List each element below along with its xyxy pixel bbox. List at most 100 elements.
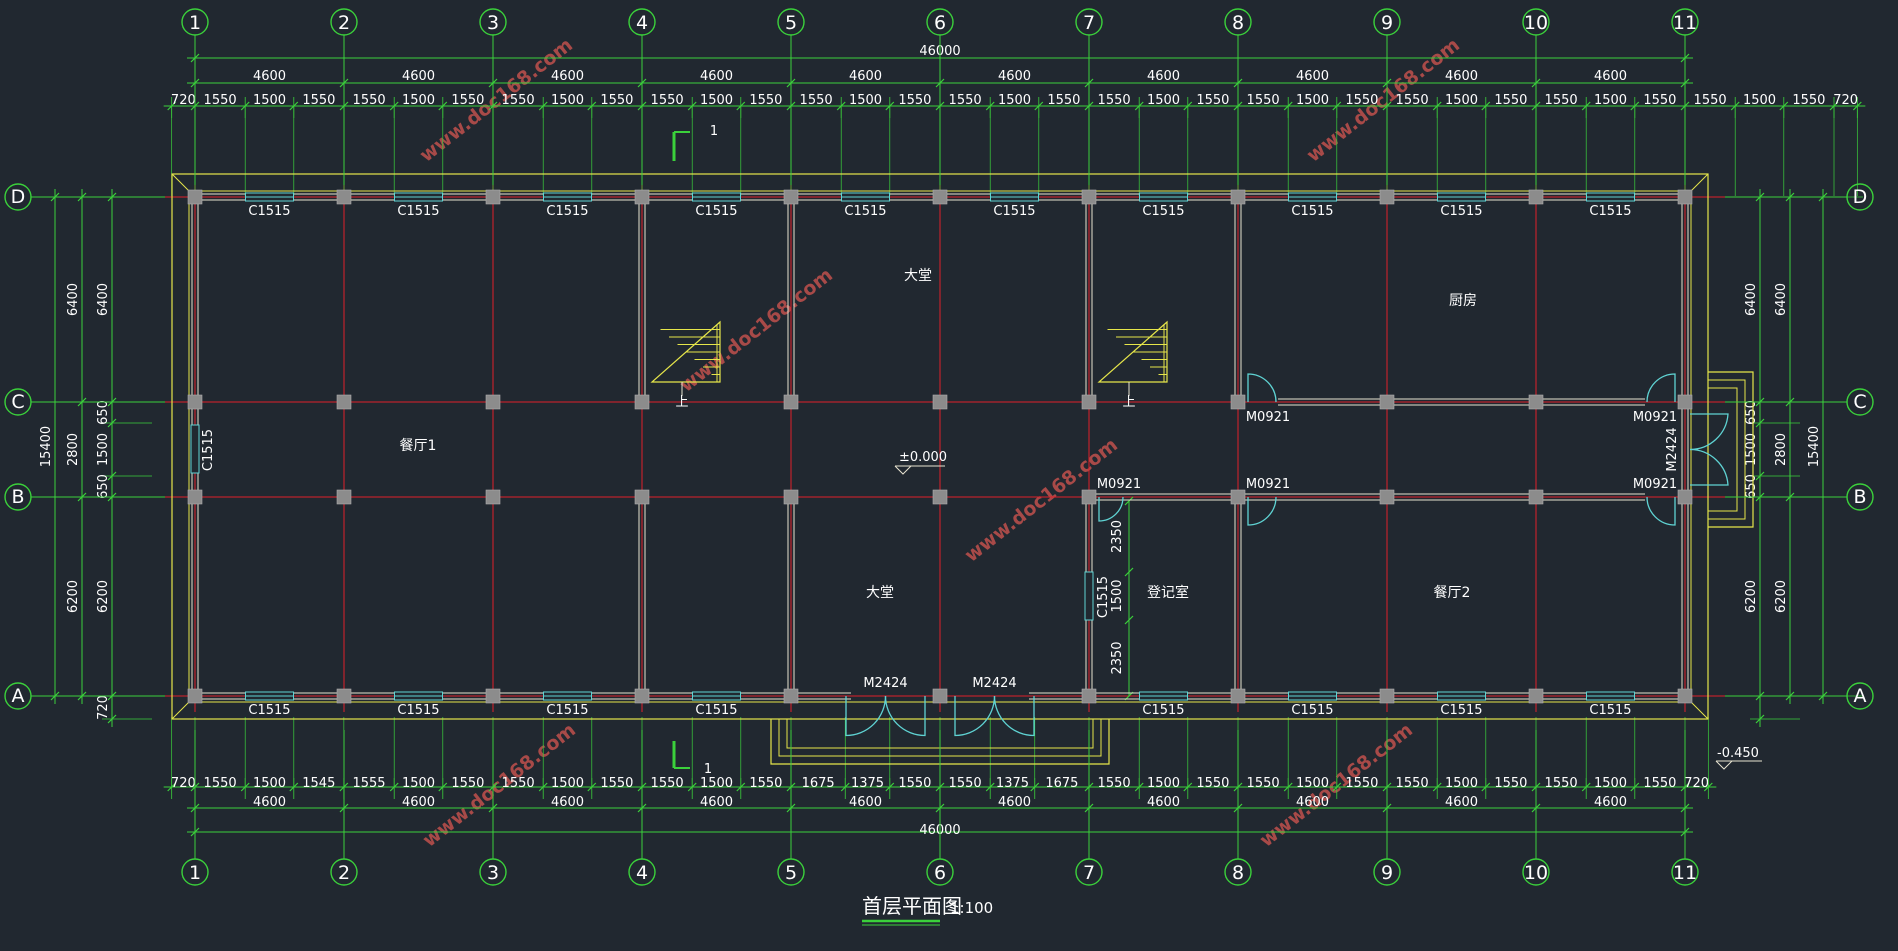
dim-detail-bottom-text: 1550: [1545, 776, 1578, 791]
doors: [845, 373, 1729, 737]
window-label: C1515: [844, 204, 886, 219]
dim-side-left-outer-text: 6200: [66, 580, 81, 613]
dimension-lines: 4600046000460046004600460046004600460046…: [39, 44, 1866, 844]
window-label: C1515: [1291, 204, 1333, 219]
dim-detail-top-text: 1550: [204, 93, 237, 108]
axis-bubble-label-1: 1: [189, 12, 201, 34]
dim-detail-top-text: 720: [1833, 93, 1858, 108]
column-D: [1081, 189, 1097, 205]
dim-detail-bottom-text: 1375: [996, 776, 1029, 791]
dim-side-left-inner-text: 720: [96, 695, 111, 720]
dim-detail-top-text: 1550: [302, 93, 335, 108]
column-A: [485, 688, 501, 704]
column-C: [932, 394, 948, 410]
column-A: [634, 688, 650, 704]
level-ground-label: -0.450: [1717, 746, 1759, 761]
axis-bubble-label-D: D: [1853, 186, 1868, 208]
dim-detail-top-text: 1550: [353, 93, 386, 108]
column-D: [336, 189, 352, 205]
column-B: [187, 489, 203, 505]
dim-bay-bottom-text: 4600: [1296, 795, 1329, 810]
dim-detail-bottom-text: 1550: [1196, 776, 1229, 791]
window-side-left-label: C1515: [201, 429, 216, 471]
column-A: [1081, 688, 1097, 704]
column-C: [1230, 394, 1246, 410]
window-label: C1515: [1142, 204, 1184, 219]
window-label: C1515: [248, 703, 290, 718]
dim-detail-bottom-text: 1550: [1098, 776, 1131, 791]
dim-partition-tick: [1124, 567, 1134, 577]
dim-partition-tick: [1124, 615, 1134, 625]
column-C: [783, 394, 799, 410]
column-C: [1081, 394, 1097, 410]
column-D: [783, 189, 799, 205]
axis-bubble-label-A: A: [1854, 685, 1867, 707]
window-axis-7-label: C1515: [1096, 576, 1111, 618]
column-A: [932, 688, 948, 704]
watermark-text: www.doc168.com: [676, 264, 837, 397]
window-label: C1515: [248, 204, 290, 219]
column-A: [783, 688, 799, 704]
dim-side-right-outer-text: 2800: [1774, 433, 1789, 466]
axis-bubble-label-7: 7: [1083, 862, 1095, 884]
dim-detail-top-text: 1550: [451, 93, 484, 108]
dim-side-left-outer-text: 2800: [66, 433, 81, 466]
column-A: [187, 688, 203, 704]
axis-bubble-label-6: 6: [934, 862, 946, 884]
dim-detail-bottom-text: 1375: [851, 776, 884, 791]
column-D: [634, 189, 650, 205]
dim-detail-top-text: 1500: [1594, 93, 1627, 108]
column-C: [1379, 394, 1395, 410]
dim-detail-top-text: 1500: [1445, 93, 1478, 108]
dim-side-right-outer-text: 6400: [1774, 283, 1789, 316]
porch-side-inner: [1708, 379, 1746, 520]
room-kitchen: 厨房: [1449, 293, 1477, 309]
dim-detail-top-text: 1550: [1396, 93, 1429, 108]
column-C: [1677, 394, 1693, 410]
dim-detail-bottom-text: 1500: [700, 776, 733, 791]
porch-side-step: [1708, 387, 1738, 512]
column-D: [1677, 189, 1693, 205]
window-label: C1515: [993, 204, 1035, 219]
column-B: [1230, 489, 1246, 505]
axis-bubble-label-C: C: [11, 391, 24, 413]
porch-side-outer: [1708, 371, 1754, 528]
axis-bubble-label-9: 9: [1381, 862, 1393, 884]
column-A: [1528, 688, 1544, 704]
dim-bay-top-text: 4600: [849, 69, 882, 84]
dim-detail-bottom-text: 1550: [651, 776, 684, 791]
column-D: [485, 189, 501, 205]
axis-bubble-label-2: 2: [338, 862, 350, 884]
room-dining1: 餐厅1: [400, 438, 437, 454]
room-hall-upper: 大堂: [904, 268, 932, 284]
column-C: [1528, 394, 1544, 410]
dim-detail-bottom-text: 1500: [1296, 776, 1329, 791]
axis-bubble-label-1: 1: [189, 862, 201, 884]
dim-bay-top-text: 4600: [1445, 69, 1478, 84]
column-B: [485, 489, 501, 505]
dim-bay-top-text: 4600: [998, 69, 1031, 84]
dim-detail-bottom-text: 1545: [302, 776, 335, 791]
dim-detail-top-text: 1500: [253, 93, 286, 108]
dim-side-right-inner-text: 650: [1744, 474, 1759, 499]
dim-detail-bottom-text: 1550: [949, 776, 982, 791]
column-B: [783, 489, 799, 505]
dim-side-right-inner-text: 650: [1744, 400, 1759, 425]
stairs: [650, 320, 1168, 396]
level-floor-symbol: [894, 465, 945, 475]
column-A: [1230, 688, 1246, 704]
window-label: C1515: [695, 204, 737, 219]
stair-up-label: 上: [1122, 395, 1135, 410]
column-A: [1379, 688, 1395, 704]
dim-bay-top-text: 4600: [551, 69, 584, 84]
dim-detail-top-text: 1550: [600, 93, 633, 108]
dim-detail-bottom-text: 1500: [402, 776, 435, 791]
axis-bubble-label-B: B: [11, 486, 24, 508]
door-m2424-leaf: [993, 695, 1035, 737]
column-C: [336, 394, 352, 410]
dim-detail-top-text: 1500: [1743, 93, 1776, 108]
room-registration: 登记室: [1147, 584, 1189, 601]
dim-side-right-inner-text: 6200: [1744, 580, 1759, 613]
axis-bubble-label-8: 8: [1232, 12, 1244, 34]
level-floor-label: ±0.000: [899, 450, 947, 465]
